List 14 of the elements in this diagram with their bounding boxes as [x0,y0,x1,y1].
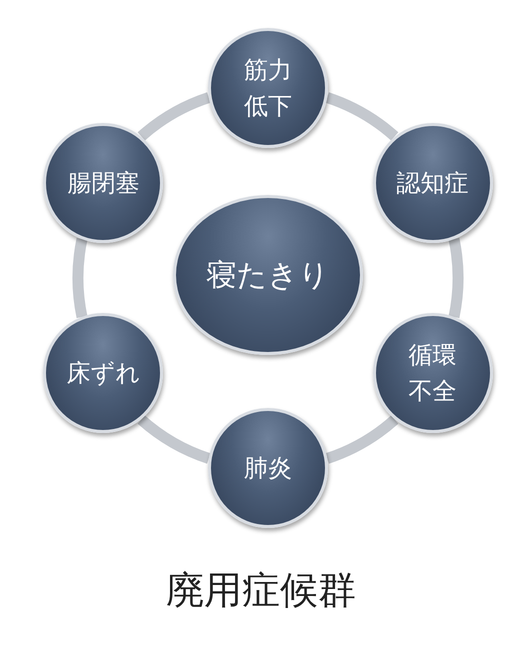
circle-node: 循環不全 [372,313,493,433]
caption: 廃用症候群 [165,567,357,614]
ring-connector [325,92,398,141]
ring-connector [138,92,211,141]
circle-node: 腸閉塞 [43,123,164,243]
circle-node: 床ずれ [43,313,164,433]
circle-node: 筋力低下 [208,28,328,148]
ring-connector [325,415,398,464]
ring-connector [448,238,464,318]
circle-node: 肺炎 [208,408,328,528]
circle-node: 認知症 [372,123,493,243]
center-ellipse: 寝たきり [173,195,363,355]
ring-connector [138,415,211,464]
ring-connector [72,238,88,318]
